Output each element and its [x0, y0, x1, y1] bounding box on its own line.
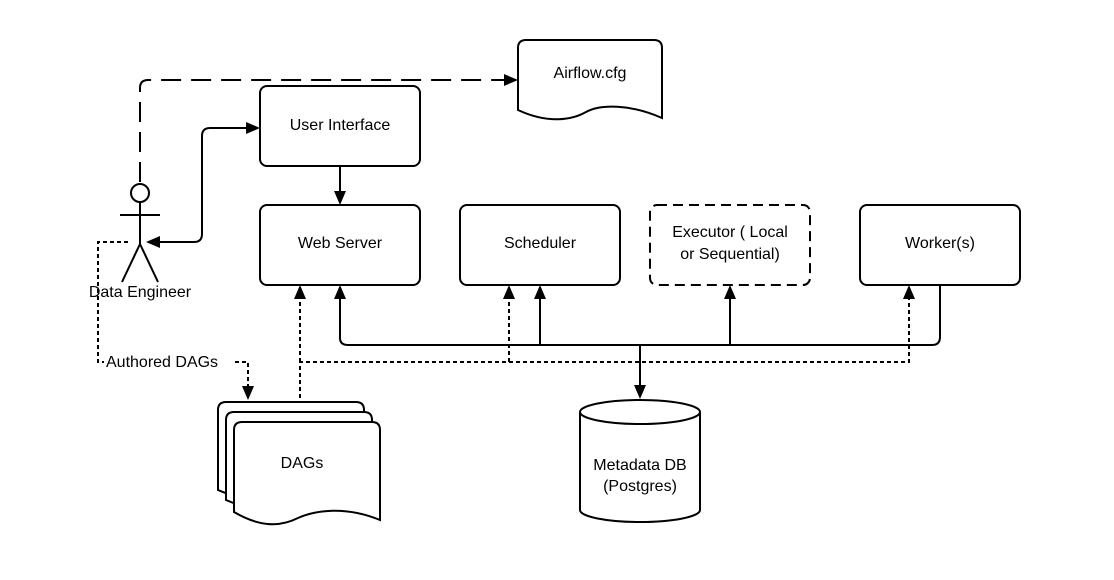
- dag-webserver-arrowhead: [294, 285, 306, 299]
- ui-arrowhead: [246, 122, 260, 134]
- metadata-db-cylinder: [579, 399, 701, 523]
- dags-label: DAGs: [281, 455, 324, 472]
- engineer-arrowhead: [146, 236, 160, 248]
- config-arrowhead: [504, 74, 518, 86]
- ui-engineer-connector: [158, 127, 248, 243]
- authored-dags-label-bg: [104, 350, 232, 372]
- data-engineer-label: Data Engineer: [89, 284, 192, 301]
- scheduler-label: Scheduler: [504, 235, 577, 252]
- executor-bottom-arrowhead: [724, 285, 736, 299]
- db-top-arrowhead: [634, 385, 646, 399]
- scheduler-bottom-arrowhead: [534, 285, 546, 299]
- data-engineer-actor-icon: [120, 183, 160, 283]
- scheduler-box: [459, 204, 621, 286]
- webserver-bottom-arrowhead: [334, 285, 346, 299]
- authored-dags-label: Authored DAGs: [106, 354, 218, 371]
- dags-document-front: [233, 421, 381, 526]
- executor-box: [649, 204, 811, 286]
- dag-bus-connector: [299, 298, 910, 405]
- webserver-top-arrowhead: [334, 191, 346, 205]
- web-server-label: Web Server: [298, 235, 383, 252]
- authored-dags-connector: [97, 241, 249, 388]
- metadata-db-label-line-1: Metadata DB: [593, 457, 686, 474]
- dags-document-stack: [217, 401, 381, 526]
- user-interface-box: [259, 85, 421, 167]
- user-interface-label: User Interface: [290, 117, 391, 134]
- executor-label-line-2: or Sequential): [680, 246, 780, 263]
- workers-label: Worker(s): [905, 235, 975, 252]
- executor-label-line-1: Executor ( Local: [672, 224, 788, 241]
- dag-worker-arrowhead: [903, 285, 915, 299]
- workers-box: [859, 204, 1021, 286]
- airflow-cfg-label: Airflow.cfg: [554, 65, 627, 82]
- web-server-box: [259, 204, 421, 286]
- dag-scheduler-arrowhead: [503, 285, 515, 299]
- metadata-db-label-line-2: (Postgres): [603, 478, 677, 495]
- airflow-cfg-document: [517, 39, 663, 121]
- authored-dags-arrowhead: [242, 386, 254, 400]
- metadata-bus-connector: [339, 285, 941, 346]
- engineer-to-config-connector: [139, 79, 505, 182]
